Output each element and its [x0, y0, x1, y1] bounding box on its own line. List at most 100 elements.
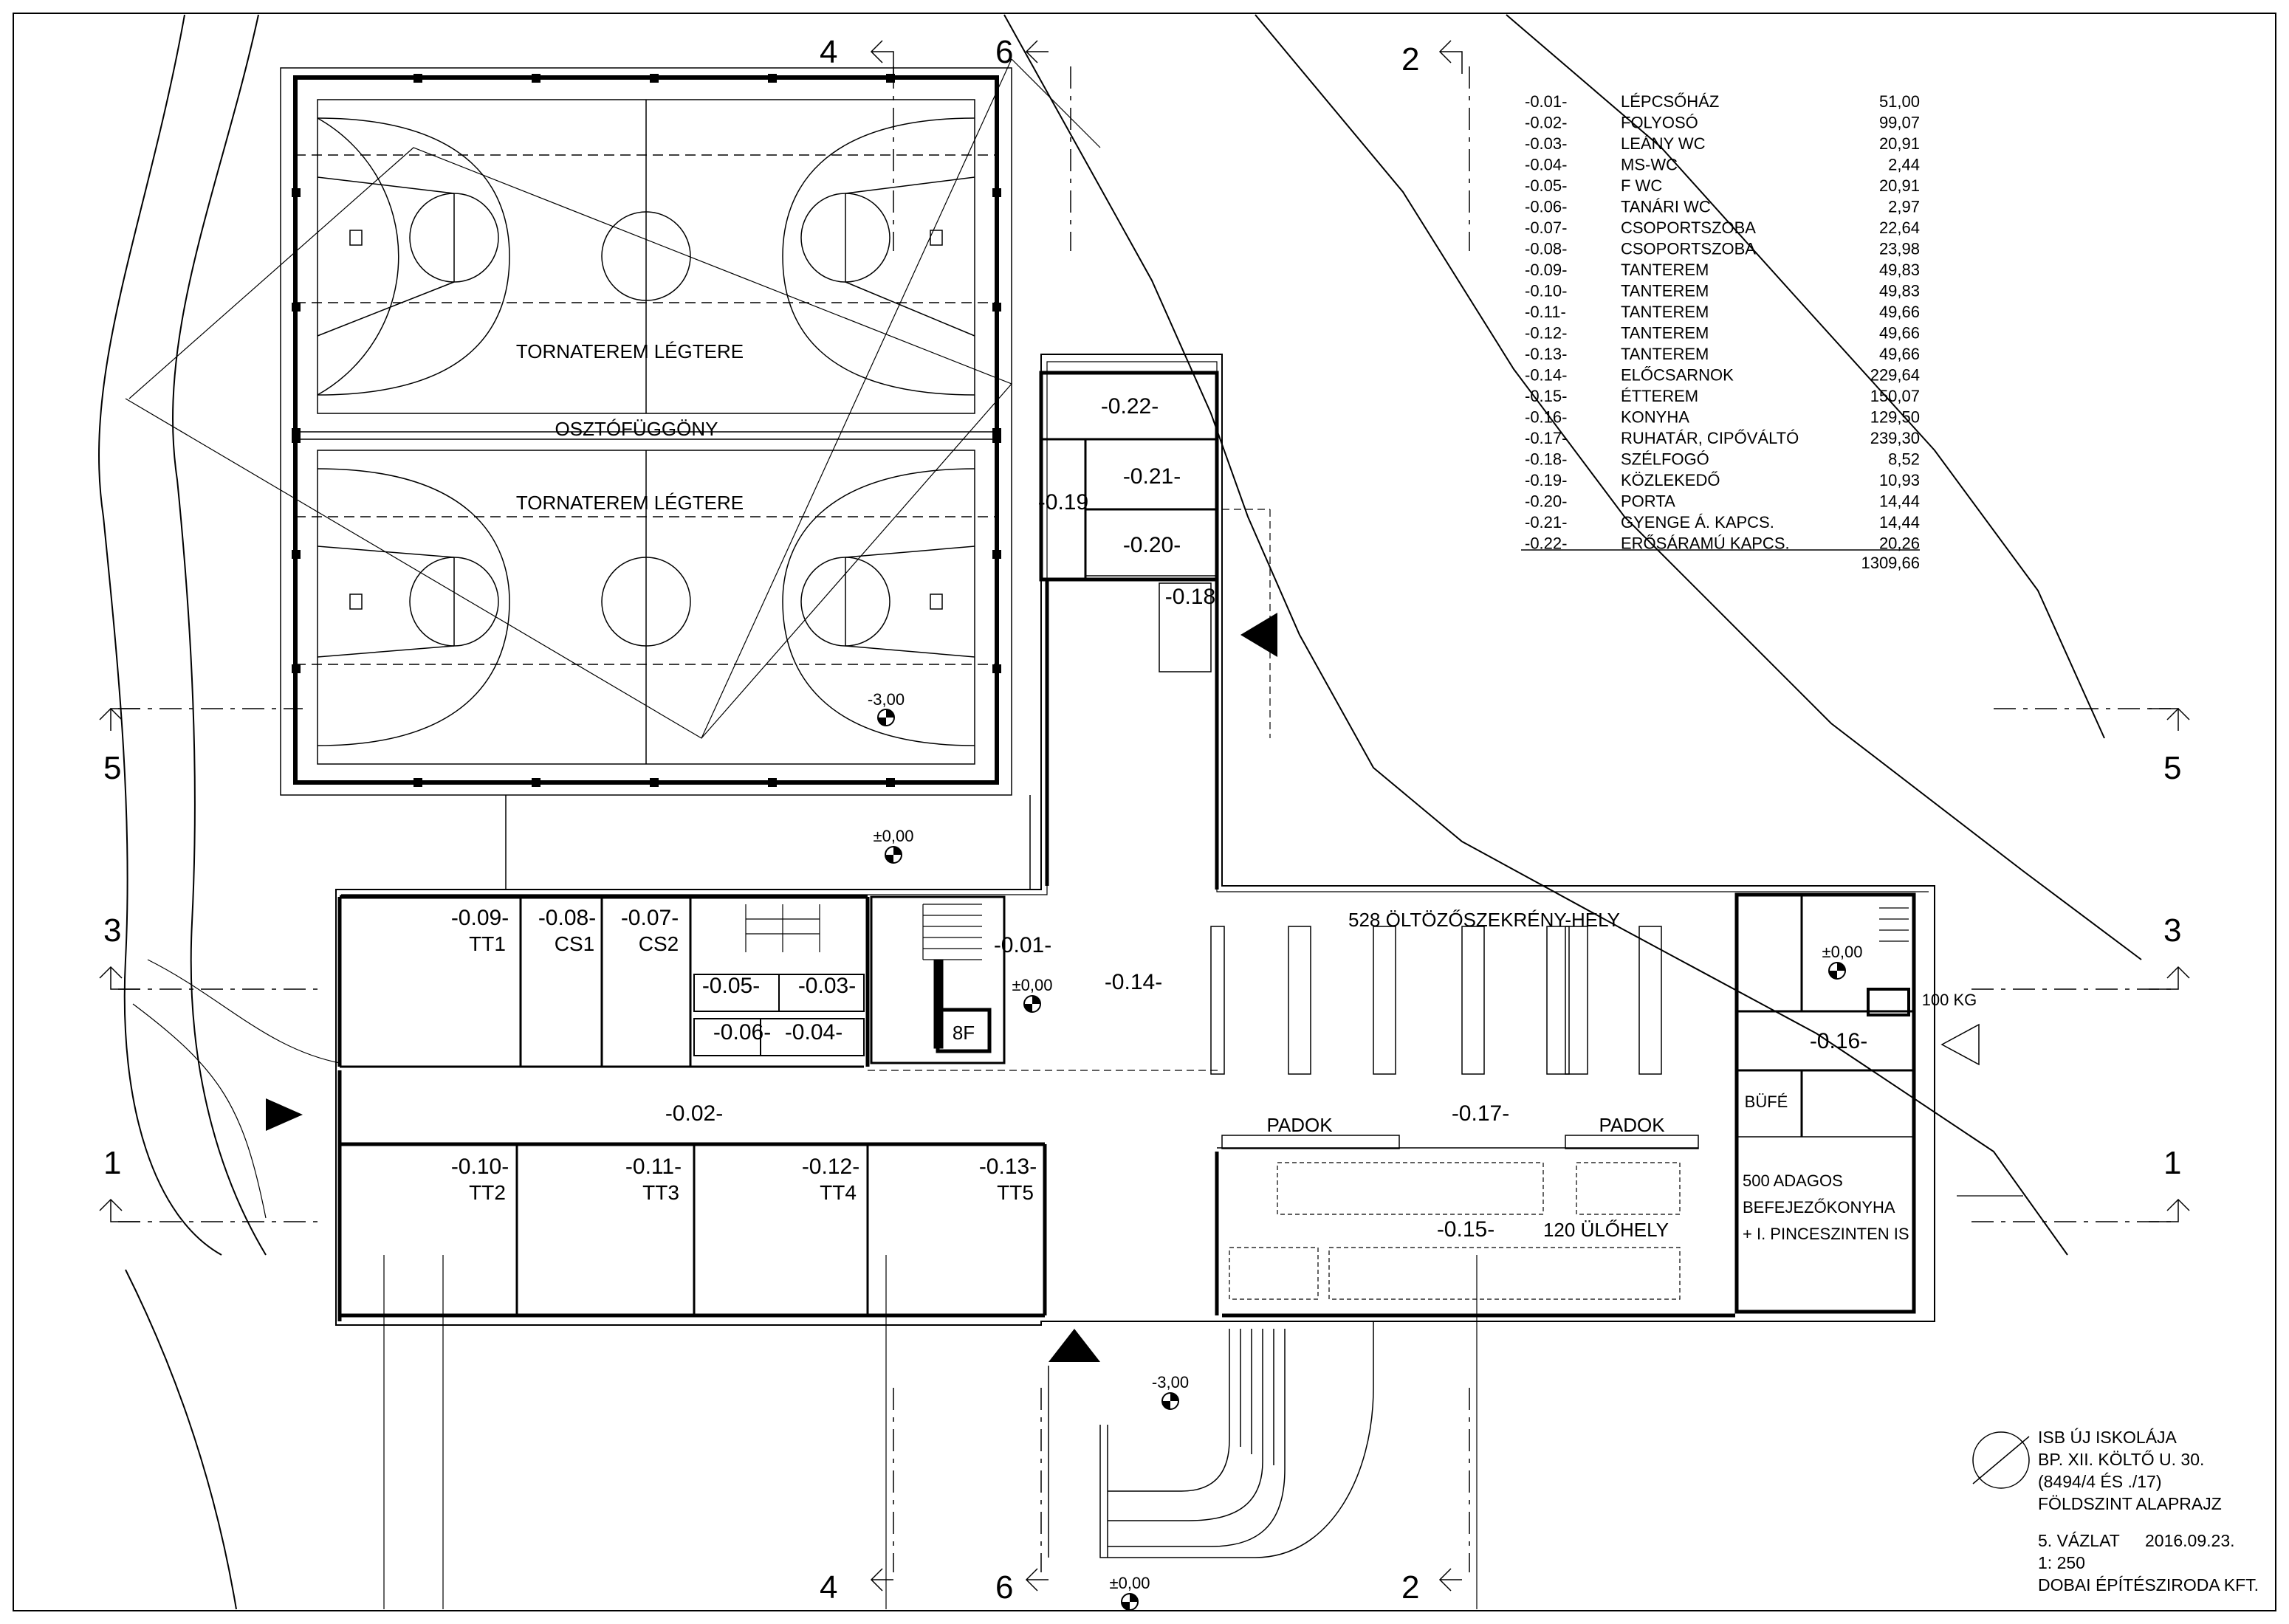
title-scale: 1: 250 [2038, 1553, 2085, 1572]
entrance-arrow-north [1240, 613, 1277, 657]
title-line-4: FÖLDSZINT ALAPRAJZ [2038, 1494, 2222, 1513]
room-0.05-label: -0.05- [702, 974, 760, 998]
legend-code: -0.11- [1525, 303, 1566, 321]
legend-code: -0.08- [1525, 240, 1567, 258]
north-arrow-symbol [1972, 1431, 2030, 1489]
room-cs2-label: CS2 [639, 932, 679, 955]
legend-code: -0.17- [1525, 429, 1567, 447]
legend-room-name: TANTEREM [1621, 261, 1709, 279]
section-5-left: 5 [103, 750, 121, 786]
legend-area: 23,98 [1879, 240, 1920, 258]
level-text-stair: -3,00 [1152, 1373, 1189, 1391]
room-tt5-label: TT5 [997, 1181, 1034, 1204]
room-0.02-label: -0.02- [665, 1101, 723, 1126]
section-3-right: 3 [2163, 912, 2181, 949]
room-0.04-label: -0.04- [785, 1020, 842, 1045]
legend-room-name: LEÁNY WC [1621, 134, 1706, 153]
room-0.19-label: -0.19 [1038, 490, 1088, 515]
basketball-court-1 [295, 99, 997, 414]
gym-diagonal-lines [125, 58, 1101, 739]
room-tt3-label: TT3 [642, 1181, 679, 1204]
elevator-label: 8F [953, 1022, 975, 1044]
legend-area: 49,83 [1879, 282, 1920, 300]
level-text-plaza: ±0,00 [874, 827, 914, 845]
level-mark-entrance [1121, 1593, 1139, 1611]
room-0.22-label: -0.22- [1101, 394, 1159, 419]
level-text-entrance: ±0,00 [1110, 1574, 1150, 1592]
legend-room-name: ELŐCSARNOK [1621, 366, 1734, 385]
legend-room-name: TANTEREM [1621, 345, 1709, 363]
section-3-left: 3 [103, 912, 121, 949]
legend-room-name: TANTEREM [1621, 282, 1709, 300]
legend-code: -0.05- [1525, 176, 1567, 195]
room-0.15-label: -0.15- [1437, 1217, 1494, 1242]
section-5-right: 5 [2163, 750, 2181, 786]
room-0.14-label: -0.14- [1105, 970, 1162, 994]
legend-room-name: LÉPCSŐHÁZ [1621, 92, 1719, 111]
gym-court-2-label: TORNATEREM LÉGTERE [516, 492, 744, 514]
site-contour-lines [98, 14, 2142, 1610]
kitchen-text-2: BEFEJEZŐKONYHA [1743, 1198, 1895, 1217]
room-tt1-label: TT1 [469, 932, 506, 955]
legend-room-name: PORTA [1621, 492, 1675, 511]
room-0.01-label: -0.01- [994, 933, 1051, 957]
legend-area: 51,00 [1879, 92, 1920, 111]
room-0.17-label: -0.17- [1452, 1101, 1509, 1126]
legend-area: 49,66 [1879, 345, 1920, 363]
legend-code: -0.02- [1525, 114, 1567, 132]
legend-code: -0.16- [1525, 408, 1567, 427]
room-0.16-label: -0.16- [1810, 1029, 1867, 1053]
legend-area: 129,50 [1870, 408, 1920, 427]
legend-area: 150,07 [1870, 387, 1920, 405]
legend-code: -0.18- [1525, 450, 1567, 469]
legend-area: 49,66 [1879, 324, 1920, 343]
basketball-court-2 [295, 450, 997, 765]
legend-code: -0.20- [1525, 492, 1567, 511]
north-rooms-walls [337, 895, 870, 1068]
legend-code: -0.19- [1525, 471, 1567, 489]
legend-code: -0.09- [1525, 261, 1567, 279]
locker-rows [1210, 926, 1662, 1075]
section-4-top: 4 [820, 34, 837, 70]
legend-code: -0.13- [1525, 345, 1567, 363]
legend-area: 49,83 [1879, 261, 1920, 279]
corridor [337, 1070, 1218, 1321]
legend-area: 8,52 [1888, 450, 1920, 469]
title-office: DOBAI ÉPÍTÉSZIRODA KFT. [2038, 1575, 2259, 1594]
legend-code: -0.06- [1525, 198, 1567, 216]
title-line-2: BP. XII. KÖLTŐ U. 30. [2038, 1450, 2204, 1469]
room-0.18-label: -0.18 [1165, 585, 1215, 609]
legend-code: -0.03- [1525, 134, 1567, 153]
room-0.06-label: -0.06- [713, 1020, 771, 1045]
legend-area: 229,64 [1870, 366, 1920, 385]
legend-room-name: GYENGE Á. KAPCS. [1621, 513, 1774, 531]
legend-total: 1309,66 [1861, 554, 1920, 572]
section-2-top: 2 [1401, 41, 1419, 78]
legend-code: -0.12- [1525, 324, 1567, 343]
bufe-label: BÜFÉ [1745, 1093, 1788, 1111]
staircase [870, 895, 1006, 1064]
kitchen-text-1: 500 ADAGOS [1743, 1171, 1843, 1190]
section-1-left: 1 [103, 1145, 121, 1181]
room-0.09-label: -0.09- [451, 906, 509, 930]
seats-label: 120 ÜLŐHELY [1543, 1219, 1669, 1241]
legend-area: 2,97 [1888, 198, 1920, 216]
legend-room-name: FOLYOSÓ [1621, 114, 1698, 132]
dining-area [1215, 1135, 1735, 1318]
site-thin-lines [132, 959, 2023, 1609]
room-0.12-label: -0.12- [802, 1155, 859, 1179]
level-text-kitchen: ±0,00 [1822, 943, 1863, 961]
title-date: 2016.09.23. [2145, 1531, 2235, 1550]
legend-code: -0.04- [1525, 156, 1567, 174]
level-mark-plaza [885, 846, 902, 864]
room-legend: -0.01- LÉPCSŐHÁZ 51,00 -0.02- FOLYOSÓ 99,07 -0… [1525, 92, 1920, 553]
legend-area: 99,07 [1879, 114, 1920, 132]
section-6-top: 6 [995, 34, 1013, 70]
level-mark-lobby [1023, 995, 1041, 1013]
room-0.11-label: -0.11- [625, 1155, 682, 1179]
legend-code: -0.21- [1525, 513, 1567, 531]
legend-code: -0.01- [1525, 92, 1567, 111]
legend-code: -0.10- [1525, 282, 1567, 300]
legend-area: 14,44 [1879, 513, 1920, 531]
